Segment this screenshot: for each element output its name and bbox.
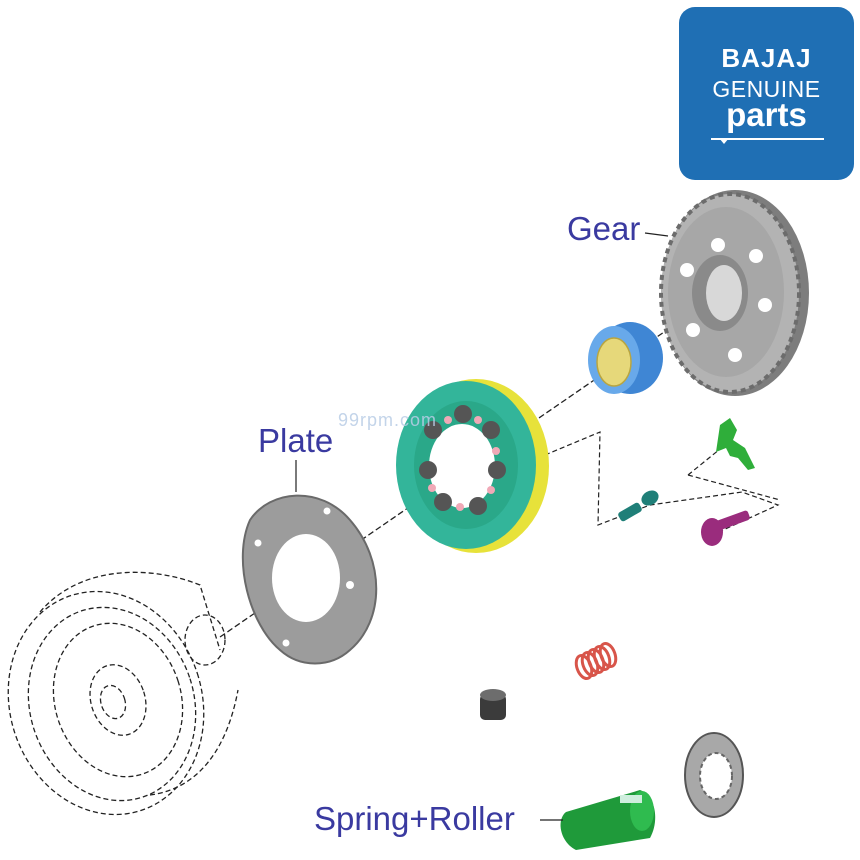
teal-bolt-part	[618, 490, 659, 522]
housing-outline	[7, 571, 239, 816]
gear-label: Gear	[567, 210, 641, 247]
green-clip-part	[716, 418, 755, 470]
purple-bolt-part	[701, 510, 750, 546]
spring-part	[574, 641, 618, 681]
spring-roller-label: Spring+Roller	[314, 800, 515, 837]
needle-bearing-part	[588, 322, 663, 394]
logo-underline	[711, 138, 824, 140]
roller-part	[480, 689, 506, 720]
bajaj-genuine-parts-logo: BAJAJ GENUINE parts	[679, 7, 854, 180]
clutch-body-part	[396, 379, 549, 553]
logo-tick-icon	[719, 138, 729, 144]
green-sleeve-part	[560, 790, 656, 850]
gear-leader-line	[644, 232, 669, 237]
logo-brand-text: BAJAJ	[721, 43, 812, 73]
logo-parts-text: parts	[726, 96, 807, 133]
logo-genuine-text: GENUINE	[712, 76, 821, 102]
lock-washer-part	[684, 732, 744, 818]
gear-part	[659, 190, 809, 396]
plate-label: Plate	[258, 422, 334, 459]
plate-part	[241, 494, 378, 665]
watermark-text: 99rpm.com	[338, 410, 438, 430]
